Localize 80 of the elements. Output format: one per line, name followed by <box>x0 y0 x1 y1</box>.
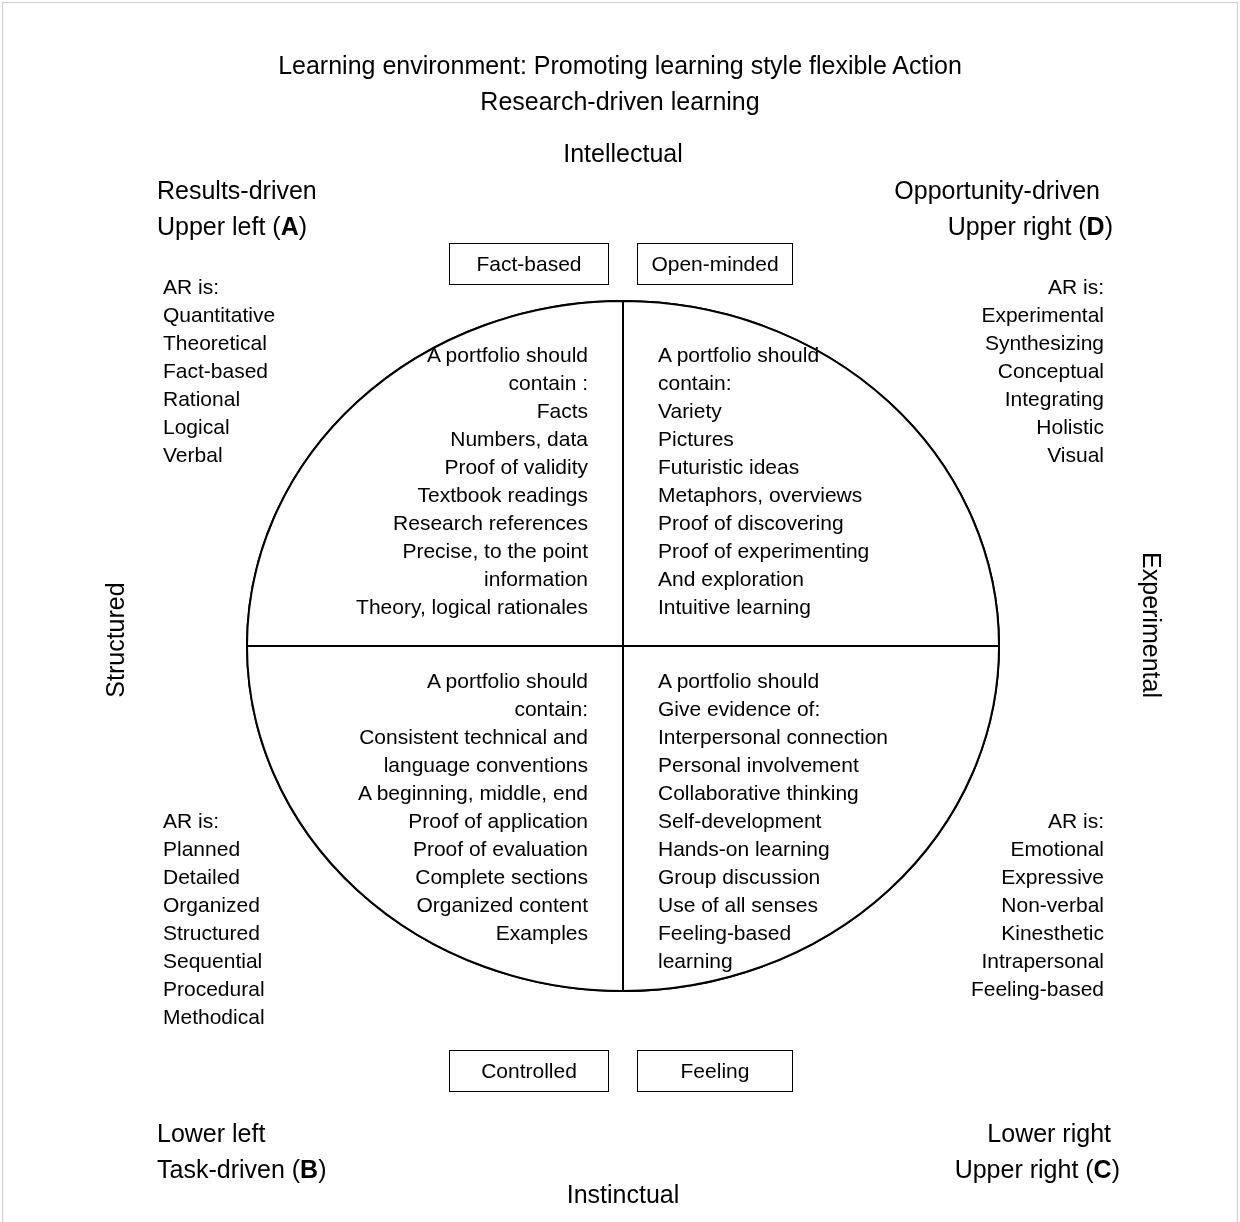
list-item: Hands-on learning <box>658 836 831 862</box>
list-item: Variety <box>658 398 723 424</box>
list-item: Proof of experimenting <box>658 538 870 564</box>
quadrant-heading: A portfolio should contain: <box>425 668 588 722</box>
list-item: Conceptual <box>997 358 1104 384</box>
trait-box: Open-minded <box>637 243 793 285</box>
trait-box: Fact-based <box>449 243 609 285</box>
list-item: Feeling-based <box>970 976 1104 1002</box>
list-heading: AR is: <box>1048 808 1104 834</box>
quadrant-title: Task-driven (B) <box>157 1154 327 1184</box>
list-item: Examples <box>494 920 588 946</box>
list-item: Quantitative <box>163 302 276 328</box>
axis-label: Instinctual <box>566 1179 680 1209</box>
list-item: Visual <box>1047 442 1104 468</box>
quadrant-title: Opportunity-driven <box>894 175 1100 205</box>
list-item: Non-verbal <box>1001 892 1104 918</box>
list-item: Futuristic ideas <box>658 454 801 480</box>
list-item: Research references <box>392 510 588 536</box>
list-item: Proof of evaluation <box>411 836 588 862</box>
quadrant-title: Lower right <box>987 1118 1111 1148</box>
quadrant-title: Lower left <box>157 1118 266 1148</box>
list-item: Feeling-based learning <box>658 920 793 974</box>
list-item: Interpersonal connection <box>658 724 888 750</box>
list-item: Intuitive learning <box>658 594 812 620</box>
list-item: Planned <box>163 836 241 862</box>
list-item: Integrating <box>1004 386 1104 412</box>
list-item: Fact-based <box>163 358 269 384</box>
list-item: Facts <box>535 398 588 424</box>
list-item: Logical <box>163 414 230 440</box>
quadrant-title: Upper left (A) <box>157 211 308 241</box>
title: Learning environment: Promoting learning style flexible Action Research-driven learning <box>277 50 963 117</box>
list-item: Proof of discovering <box>658 510 845 536</box>
list-item: Proof of validity <box>443 454 588 480</box>
list-item: Organized content <box>415 892 588 918</box>
list-item: Experimental <box>981 302 1104 328</box>
quadrant-title: Upper right (C) <box>954 1154 1120 1184</box>
list-item: Holistic <box>1036 414 1104 440</box>
list-item: Emotional <box>1010 836 1104 862</box>
list-item: Sequential <box>163 948 263 974</box>
list-item: Group discussion <box>658 864 822 890</box>
list-item: Structured <box>163 920 260 946</box>
list-item: Intrapersonal <box>981 948 1104 974</box>
axis-label: Experimental <box>1137 552 1167 698</box>
list-item: Verbal <box>163 442 223 468</box>
list-item: Rational <box>163 386 241 412</box>
list-item: Proof of application <box>407 808 588 834</box>
list-item: Pictures <box>658 426 735 452</box>
list-item: And exploration <box>658 566 805 592</box>
list-item: Precise, to the point information <box>401 538 588 592</box>
quadrant-heading: A portfolio should Give evidence of: <box>658 668 822 722</box>
list-heading: AR is: <box>1048 274 1104 300</box>
list-item: Metaphors, overviews <box>658 482 864 508</box>
list-item: Collaborative thinking <box>658 780 860 806</box>
quadrant-title: Upper right (D) <box>947 211 1113 241</box>
list-item: Textbook readings <box>416 482 588 508</box>
axis-label: Structured <box>100 582 130 698</box>
list-item: Consistent technical and language conventions <box>358 724 588 778</box>
list-item: Personal involvement <box>658 752 860 778</box>
list-item: Numbers, data <box>449 426 588 452</box>
trait-box: Controlled <box>449 1050 609 1092</box>
list-item: Methodical <box>163 1004 265 1030</box>
trait-box: Feeling <box>637 1050 793 1092</box>
list-item: Procedural <box>163 976 265 1002</box>
list-item: Complete sections <box>414 864 588 890</box>
list-item: Theory, logical rationales <box>355 594 588 620</box>
list-item: A beginning, middle, end <box>357 780 588 806</box>
list-heading: AR is: <box>163 808 219 834</box>
list-item: Theoretical <box>163 330 267 356</box>
list-item: Expressive <box>1001 864 1104 890</box>
list-item: Detailed <box>163 864 241 890</box>
list-item: Self-development <box>658 808 823 834</box>
list-heading: AR is: <box>163 274 219 300</box>
list-item: Kinesthetic <box>1001 920 1104 946</box>
list-item: Synthesizing <box>984 330 1104 356</box>
list-item: Use of all senses <box>658 892 819 918</box>
axis-label: Intellectual <box>563 138 683 168</box>
quadrant-title: Results-driven <box>157 175 317 205</box>
list-item: Organized <box>163 892 260 918</box>
quadrant-heading: A portfolio should contain: <box>658 342 821 396</box>
quadrant-heading: A portfolio should contain : <box>425 342 588 396</box>
